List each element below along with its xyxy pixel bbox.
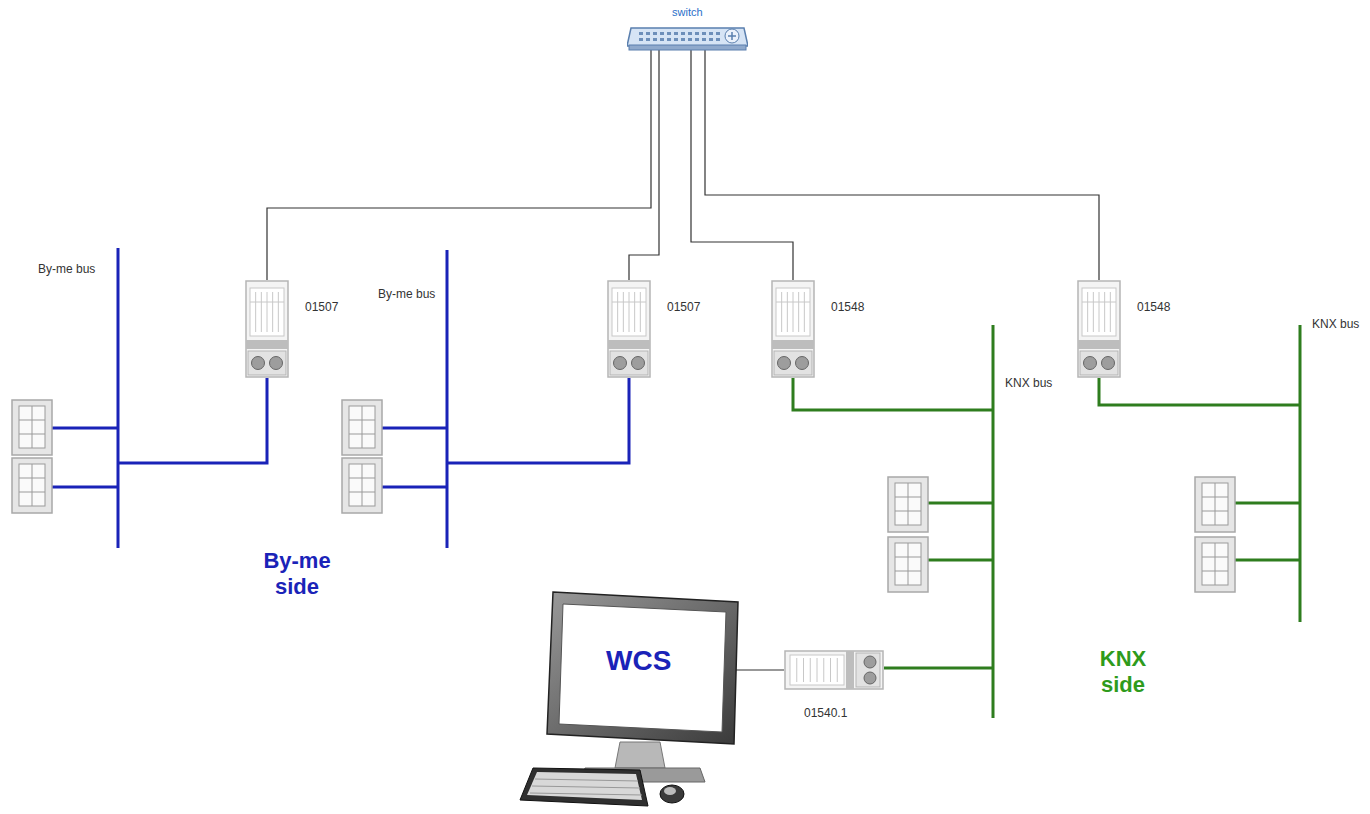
gateway-device: 01507 <box>607 280 651 378</box>
network-cable <box>736 669 784 670</box>
bus-label: By-me bus <box>38 262 95 276</box>
keypad <box>888 537 928 592</box>
device-shape <box>607 280 651 378</box>
network-cable <box>267 50 651 280</box>
device-label: 01548 <box>831 300 864 314</box>
computer-peripherals <box>520 742 705 806</box>
bus-label: KNX bus <box>1005 376 1052 390</box>
computer-monitor: WCS <box>545 590 740 748</box>
keypads <box>12 400 1235 592</box>
keypad <box>342 400 382 455</box>
device-shape <box>784 650 884 690</box>
side-title: KNX side <box>1078 646 1168 698</box>
keypad <box>12 400 52 455</box>
network-switch: switch <box>627 22 748 52</box>
keypad <box>1195 477 1235 532</box>
gateway-device: 01540.1 <box>784 650 884 690</box>
gateway-device: 01548 <box>771 280 815 378</box>
device-label: 01507 <box>667 300 700 314</box>
side-title: By-me side <box>252 548 342 600</box>
network-cable <box>629 50 659 280</box>
device-shape <box>1077 280 1121 378</box>
network-cable <box>705 50 1099 280</box>
gateway-device: 01548 <box>1077 280 1121 378</box>
by-me-bus <box>52 248 267 548</box>
bus-label: KNX bus <box>1312 317 1359 331</box>
device-label: 01540.1 <box>804 706 847 720</box>
knx-bus <box>1099 325 1300 622</box>
keypad <box>12 458 52 513</box>
device-label: 01548 <box>1137 300 1170 314</box>
device-shape <box>771 280 815 378</box>
network-cable <box>691 50 793 280</box>
device-label: 01507 <box>305 300 338 314</box>
device-shape <box>245 280 289 378</box>
gateway-device: 01507 <box>245 280 289 378</box>
keypad <box>342 458 382 513</box>
keypad <box>888 477 928 532</box>
keypad <box>1195 537 1235 592</box>
bus-label: By-me bus <box>378 287 435 301</box>
device-shape <box>627 22 748 52</box>
device-label: switch <box>672 6 703 18</box>
screen-label: WCS <box>606 645 671 677</box>
